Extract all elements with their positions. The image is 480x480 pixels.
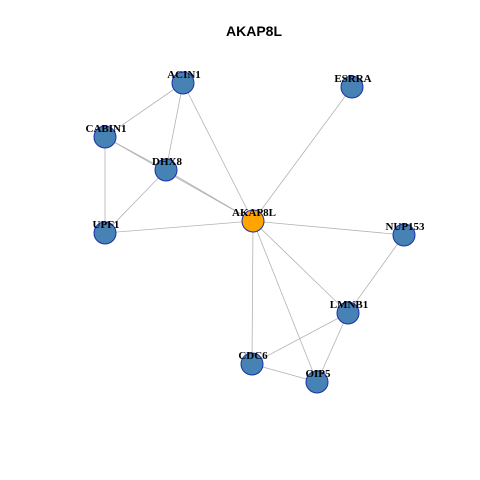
node-label-cdc6: CDC6 [238,350,268,362]
edge-nup153-lmnb1 [347,234,405,314]
node-nup153 [392,223,416,247]
edge-lmnb1-cdc6 [251,312,349,365]
edge-akap8l-cdc6 [251,220,254,365]
node-oip5 [305,370,329,394]
node-label-cabin1: CABIN1 [86,123,127,135]
edge-esrra-akap8l [252,86,353,222]
node-label-oip5: OIP5 [305,368,331,380]
node-upf1 [93,221,117,245]
node-lmnb1 [336,301,360,325]
node-cabin1 [93,125,117,149]
edge-dhx8-upf1 [104,169,167,234]
edge-layer [104,82,405,383]
node-label-upf1: UPF1 [93,219,120,231]
node-akap8l [241,209,265,233]
node-layer [93,71,416,394]
edge-upf1-akap8l [104,220,254,234]
node-label-acin1: ACIN1 [167,69,201,81]
node-label-akap8l: AKAP8L [232,207,276,219]
node-acin1 [171,71,195,95]
node-cdc6 [240,352,264,376]
node-label-esrra: ESRRA [334,73,371,85]
edge-acin1-dhx8 [165,82,184,171]
node-label-nup153: NUP153 [385,221,425,233]
edge-lmnb1-oip5 [316,312,349,383]
diagram-title: AKAP8L [226,23,282,39]
edge-cabin1-akap8l [104,136,254,222]
edge-akap8l-nup153 [252,220,405,236]
node-label-dhx8: DHX8 [152,156,182,168]
node-label-lmnb1: LMNB1 [330,299,369,311]
edge-acin1-cabin1 [104,82,184,138]
edge-akap8l-lmnb1 [252,220,349,314]
node-dhx8 [154,158,178,182]
edge-akap8l-oip5 [252,220,318,383]
node-esrra [340,75,364,99]
edge-acin1-akap8l [182,82,254,222]
